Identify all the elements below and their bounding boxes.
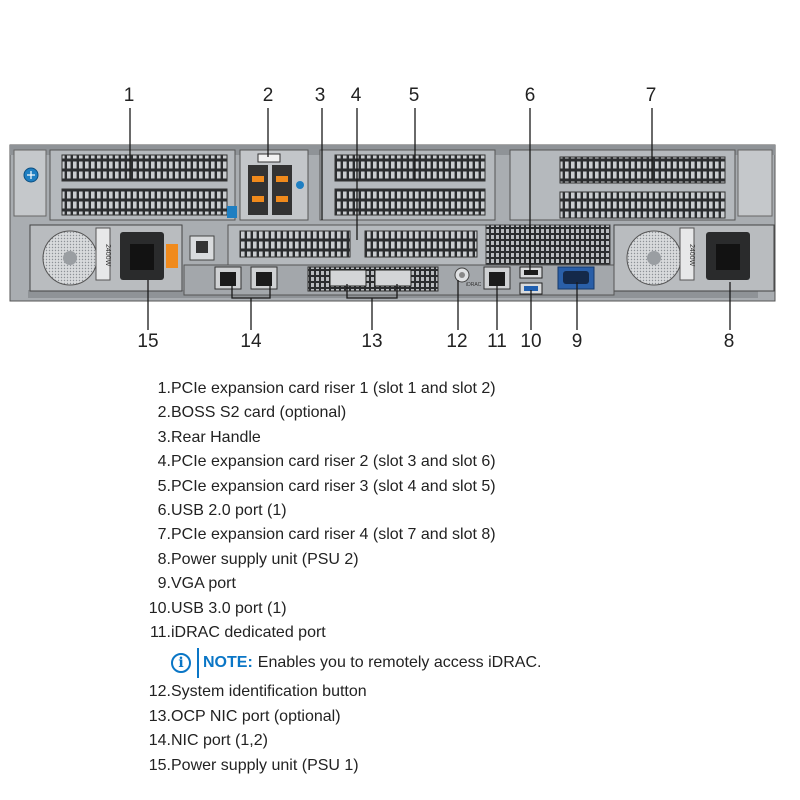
- legend-item: 15Power supply unit (PSU 1): [138, 754, 778, 778]
- psu-1: 2400W: [29, 224, 183, 292]
- idrac-port: [483, 266, 511, 290]
- psu-1-wattage-label: 2400W: [104, 244, 111, 267]
- legend-item: 4PCIe expansion card riser 2 (slot 3 and…: [138, 450, 778, 474]
- note-text: Enables you to remotely access iDRAC.: [257, 653, 542, 671]
- note-label: NOTE:: [203, 653, 253, 671]
- rear-handle: [189, 235, 215, 261]
- callout-2: 2: [263, 85, 274, 106]
- callout-5: 5: [409, 85, 420, 106]
- rear-vent-block: [485, 224, 611, 266]
- vga-port: [557, 266, 595, 290]
- legend-item: 3Rear Handle: [138, 426, 778, 450]
- ocp-nic-port: [307, 266, 439, 292]
- pcie-riser-3: [319, 149, 496, 221]
- callout-numbers: 1 2 3 4 5 6 7 8 9 10 11 12 13 14 15: [124, 85, 735, 352]
- psu-2-wattage-label: 2400W: [688, 244, 695, 267]
- legend-item: 13OCP NIC port (optional): [138, 705, 778, 729]
- note-divider: [197, 647, 199, 678]
- callout-leader-lines: [129, 108, 731, 330]
- callout-11: 11: [487, 331, 507, 352]
- callout-4: 4: [351, 85, 362, 106]
- component-legend: 1PCIe expansion card riser 1 (slot 1 and…: [138, 377, 778, 778]
- callout-13: 13: [361, 331, 382, 352]
- legend-item: 9VGA port: [138, 572, 778, 596]
- system-id-button-icon: iDRAC: [454, 267, 482, 288]
- pcie-riser-1: [49, 149, 236, 221]
- usb-2-port: [519, 266, 543, 279]
- info-icon: i: [171, 652, 191, 673]
- legend-item: 11iDRAC dedicated port: [138, 621, 778, 645]
- callout-1: 1: [124, 85, 135, 106]
- idrac-silkscreen-label: iDRAC: [466, 282, 482, 288]
- legend-item: 7PCIe expansion card riser 4 (slot 7 and…: [138, 523, 778, 547]
- legend-item: 1PCIe expansion card riser 1 (slot 1 and…: [138, 377, 778, 401]
- legend-item: 14NIC port (1,2): [138, 729, 778, 753]
- legend-item: 5PCIe expansion card riser 3 (slot 4 and…: [138, 475, 778, 499]
- legend-item: 8Power supply unit (PSU 2): [138, 548, 778, 572]
- callout-12: 12: [446, 331, 467, 352]
- legend-item: 12System identification button: [138, 680, 778, 704]
- legend-item: 10USB 3.0 port (1): [138, 597, 778, 621]
- nic-ports: [214, 266, 278, 290]
- note-box: i NOTE: Enables you to remotely access i…: [171, 647, 542, 678]
- callout-9: 9: [572, 331, 583, 352]
- legend-item: 6USB 2.0 port (1): [138, 499, 778, 523]
- callout-7: 7: [646, 85, 657, 106]
- callout-15: 15: [137, 331, 158, 352]
- callout-3: 3: [315, 85, 326, 106]
- callout-8: 8: [724, 331, 735, 352]
- boss-s2-card: [227, 149, 309, 221]
- legend-item: 2BOSS S2 card (optional): [138, 401, 778, 425]
- pcie-riser-4: [509, 149, 736, 221]
- callout-10: 10: [520, 331, 541, 352]
- thumbscrew-left-icon: [23, 167, 39, 183]
- psu-2: 2400W: [613, 224, 775, 292]
- note-callout: i NOTE: Enables you to remotely access i…: [138, 645, 778, 680]
- callout-6: 6: [525, 85, 536, 106]
- callout-14: 14: [240, 331, 262, 352]
- server-rear-view-diagram: 2400W 2400W iDRAC: [9, 85, 776, 352]
